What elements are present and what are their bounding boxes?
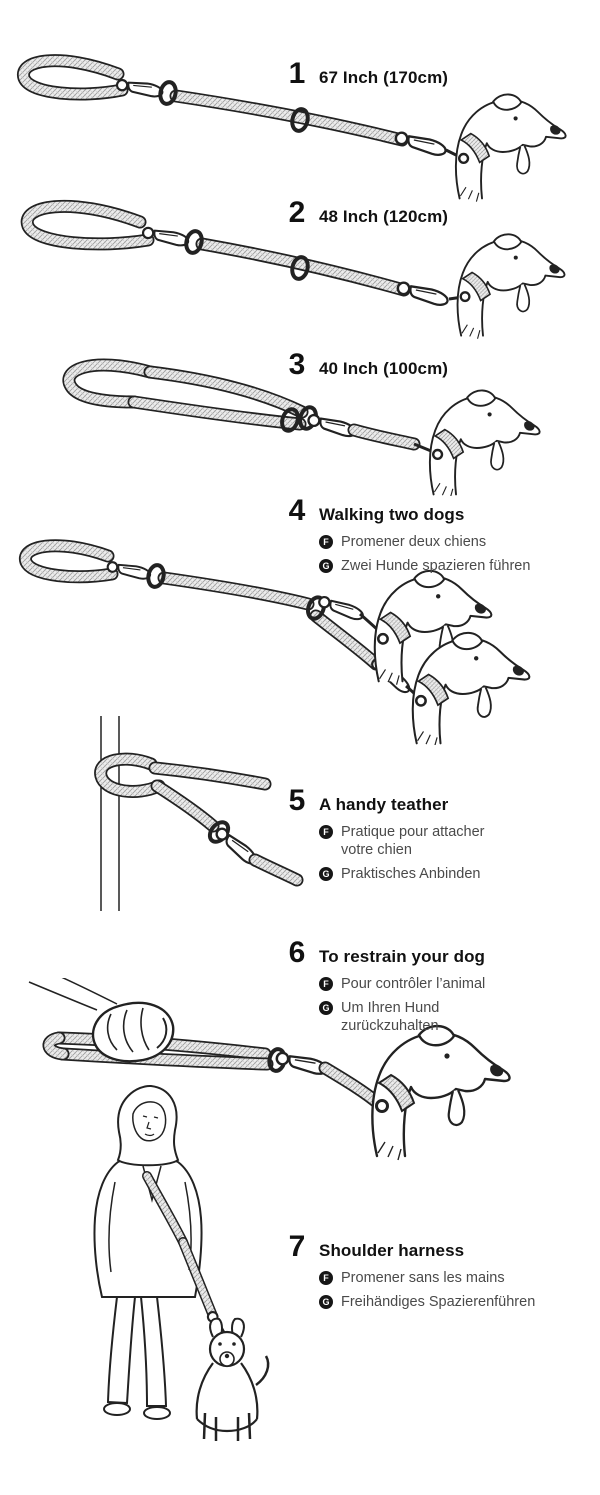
note-german: G Praktisches Anbinden — [319, 865, 484, 883]
note-text: Promener sans les mains — [341, 1270, 505, 1286]
section-number: 3 — [288, 348, 306, 381]
section-number: 7 — [288, 1230, 306, 1263]
french-badge: F — [319, 535, 333, 549]
note-text: Praktisches Anbinden — [341, 866, 481, 883]
person-walking — [93, 1084, 203, 1420]
illustration-leash-48-inch — [0, 182, 566, 340]
dog-head-second — [411, 631, 531, 745]
section-title: Shoulder harness — [319, 1241, 465, 1260]
snap-hook — [392, 130, 449, 159]
section-6-label: 6 To restrain your dog F Pour contrôler … — [286, 936, 486, 1035]
french-badge: F — [319, 825, 333, 839]
dog-head — [428, 389, 541, 496]
gripping-hand — [91, 1001, 175, 1063]
note-french: F Promener sans les mains — [319, 1269, 535, 1287]
note-text: Promener deux chiens — [341, 534, 487, 550]
note-german: G Zwei Hunde spazieren führen — [319, 557, 530, 575]
section-title: 67 Inch (170cm) — [319, 68, 449, 87]
note-german: G Freihändiges Spazierenführen — [319, 1293, 535, 1311]
d-ring — [182, 227, 206, 257]
section-number: 4 — [288, 494, 306, 527]
walking-dog — [195, 1317, 270, 1441]
note-text: Zwei Hunde spazieren führen — [341, 558, 531, 575]
section-number: 5 — [288, 784, 306, 817]
illustration-walking-two-dogs — [0, 530, 531, 745]
note-text: Pratique pour attacher votre chien — [341, 824, 485, 859]
d-ring — [144, 561, 168, 591]
note-german: G Um Ihren Hund zurückzuhalten — [319, 999, 485, 1035]
german-badge: G — [319, 1295, 333, 1310]
note-text: Um Ihren Hund zurückzuhalten — [341, 1000, 440, 1035]
section-number: 6 — [288, 936, 306, 969]
dog-head — [456, 233, 566, 340]
illustration-restrain-dog — [28, 978, 512, 1162]
note-french: F Pour contrôler l’animal — [319, 975, 485, 993]
snap-hook — [394, 280, 451, 309]
section-number: 2 — [288, 196, 306, 229]
french-badge: F — [319, 1271, 333, 1285]
illustration-leash-67-inch — [0, 40, 567, 203]
dog-head — [370, 1024, 512, 1162]
french-badge: F — [319, 977, 333, 991]
post — [100, 716, 120, 911]
section-5-label: 5 A handy teather F Pratique pour attach… — [286, 784, 485, 883]
section-2-label: 2 48 Inch (120cm) — [286, 196, 448, 230]
section-3-label: 3 40 Inch (100cm) — [286, 348, 448, 382]
note-french: F Promener deux chiens — [319, 533, 530, 551]
section-title: To restrain your dog — [319, 947, 486, 966]
illustration-shoulder-harness — [93, 1084, 270, 1441]
section-title: 40 Inch (100cm) — [319, 359, 449, 378]
section-title: 48 Inch (120cm) — [319, 207, 449, 226]
note-text: Pour contrôler l’animal — [341, 976, 486, 992]
illustration-leash-40-inch — [0, 336, 541, 496]
section-number: 1 — [288, 57, 306, 90]
illustration-tether-around-post — [55, 716, 310, 911]
section-4-label: 4 Walking two dogs F Promener deux chien… — [286, 494, 531, 575]
note-french: F Pratique pour attacher votre chien — [319, 823, 484, 859]
german-badge: G — [319, 1001, 333, 1016]
section-1-label: 1 67 Inch (170cm) — [286, 57, 448, 91]
note-text: Freihändiges Spazierenführen — [341, 1294, 536, 1311]
section-7-label: 7 Shoulder harness F Promener sans les m… — [286, 1230, 536, 1311]
german-badge: G — [319, 867, 333, 882]
german-badge: G — [319, 559, 333, 574]
section-title: Walking two dogs — [319, 505, 465, 524]
section-title: A handy teather — [319, 795, 449, 814]
forearm — [28, 978, 118, 1011]
